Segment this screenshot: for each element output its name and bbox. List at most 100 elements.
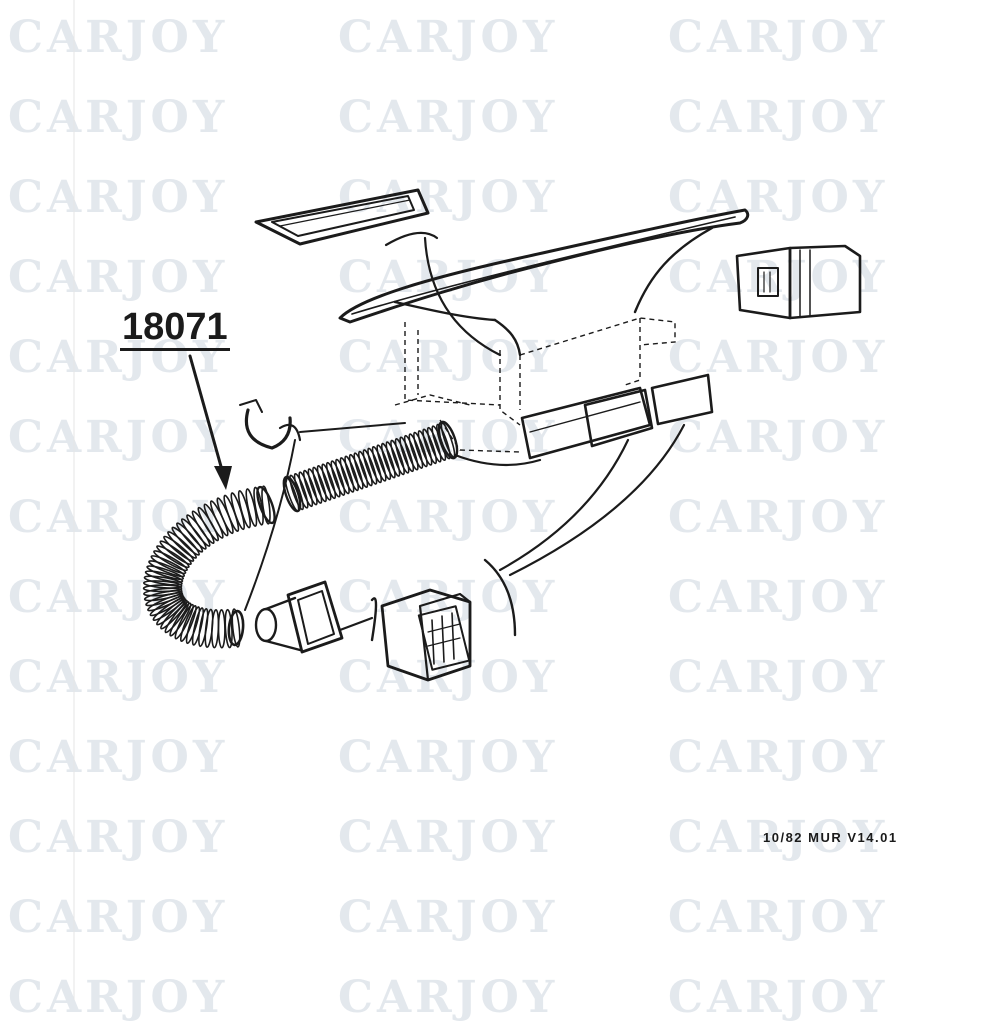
hose-rib <box>261 485 271 525</box>
watermark-text: CARJOY <box>338 12 559 63</box>
hose-clamp <box>239 399 302 450</box>
hose-rib <box>224 608 233 649</box>
hose-rib <box>316 465 332 501</box>
side-vent-right <box>735 244 862 320</box>
hose-rib <box>143 587 183 597</box>
watermark-text: CARJOY <box>8 252 229 303</box>
watermark-text: CARJOY <box>8 12 229 63</box>
hose-rib <box>357 450 373 487</box>
hose-rib <box>256 485 276 525</box>
hose-rib <box>413 431 428 468</box>
hose-rib <box>390 439 405 476</box>
hose-rib <box>335 458 350 495</box>
part-number-callout: 18071 <box>120 306 230 351</box>
clamp-leader-line <box>299 422 406 433</box>
hose-rib <box>253 486 264 526</box>
watermark-text: CARJOY <box>8 172 229 223</box>
watermark-text: CARJOY <box>668 812 889 863</box>
hose-rib <box>150 555 187 575</box>
watermark-text: CARJOY <box>338 252 559 303</box>
outlet-bracket-right <box>483 558 517 637</box>
hose-rib <box>302 469 318 506</box>
hose-rib <box>171 526 200 556</box>
hose-rib <box>339 457 355 493</box>
hose-rib <box>362 449 378 485</box>
hose-rib <box>227 609 245 647</box>
watermark-text: CARJOY <box>668 12 889 63</box>
console-outline <box>453 453 542 467</box>
hose-rib <box>367 447 383 484</box>
watermark-text: CARJOY <box>668 492 889 543</box>
hose-rib <box>394 438 410 474</box>
hose-rib <box>144 570 184 583</box>
watermark-text: CARJOY <box>668 572 889 623</box>
hose-rib <box>180 518 207 550</box>
watermark-text: CARJOY <box>338 652 559 703</box>
hose-rib <box>282 475 302 513</box>
hose-leader-line <box>244 439 296 611</box>
hose-rib <box>408 433 424 469</box>
hose-rib <box>156 545 190 569</box>
watermark-text: CARJOY <box>338 332 559 383</box>
hose-rib <box>159 540 192 566</box>
hose-rib <box>353 452 369 489</box>
hose-rib <box>231 608 241 648</box>
hose-rib <box>167 531 197 559</box>
diagram-canvas: CARJOY CARJOY CARJOY CARJOY CARJOY CARJOY CARJ… <box>8 0 898 1023</box>
hose-rib <box>348 453 364 490</box>
watermark-text: CARJOY <box>668 732 889 783</box>
hose-rib <box>312 466 327 503</box>
callout-arrow <box>188 354 232 490</box>
hose-rib <box>148 560 186 578</box>
watermark-text: CARJOY <box>338 92 559 143</box>
hose-rib <box>217 609 226 649</box>
hose-rib <box>403 434 419 471</box>
watermark-text: CARJOY <box>8 492 229 543</box>
hose-rib <box>143 575 183 586</box>
frame-bracket <box>384 231 439 247</box>
arrowhead-icon <box>214 466 232 490</box>
parts-illustration <box>73 0 862 1000</box>
watermark-text: CARJOY <box>8 892 229 943</box>
watermark-text: CARJOY <box>8 412 229 463</box>
hose-rib <box>149 595 185 617</box>
hose-rib <box>142 584 183 593</box>
hose-rib <box>289 474 305 511</box>
frame-leader-line <box>423 236 502 357</box>
hose-rib <box>191 607 205 646</box>
hose-rib <box>417 430 433 466</box>
hose-rib <box>298 471 314 508</box>
hose-rib <box>147 593 184 612</box>
hose-rib <box>371 445 387 482</box>
watermark-text: CARJOY <box>8 812 229 863</box>
hose-rib <box>325 461 341 498</box>
hose-rib <box>321 463 337 500</box>
watermark-text: CARJOY <box>668 252 889 303</box>
hose-rib <box>209 500 229 537</box>
hose-rib <box>175 522 204 553</box>
hose-rib <box>344 455 360 492</box>
watermark-text: CARJOY <box>338 812 559 863</box>
watermark-text: CARJOY <box>668 652 889 703</box>
hose-rib <box>164 601 190 634</box>
watermark-text: CARJOY <box>8 92 229 143</box>
hose-rib <box>422 428 438 465</box>
hose-rib <box>152 596 186 622</box>
watermark-text: CARJOY <box>338 892 559 943</box>
hose-rib <box>426 426 442 463</box>
hose-rib <box>185 606 201 645</box>
watermark-text: CARJOY <box>338 732 559 783</box>
hose-rib <box>380 442 396 479</box>
hose-rib <box>142 580 183 589</box>
hose-rib <box>145 592 184 607</box>
hose-rib <box>163 535 195 562</box>
lower-vent-outlet <box>380 588 472 682</box>
dash-top-seal-frame <box>254 188 430 246</box>
corrugated-hose-bend-18071 <box>142 485 276 649</box>
watermark-text: CARJOY <box>8 652 229 703</box>
drawing-reference-code: 10/82 MUR V14.01 <box>763 830 898 845</box>
hose-rib <box>376 444 392 481</box>
hose-rib <box>307 468 323 504</box>
hose-rib <box>153 550 188 572</box>
hose-rib <box>156 598 187 626</box>
